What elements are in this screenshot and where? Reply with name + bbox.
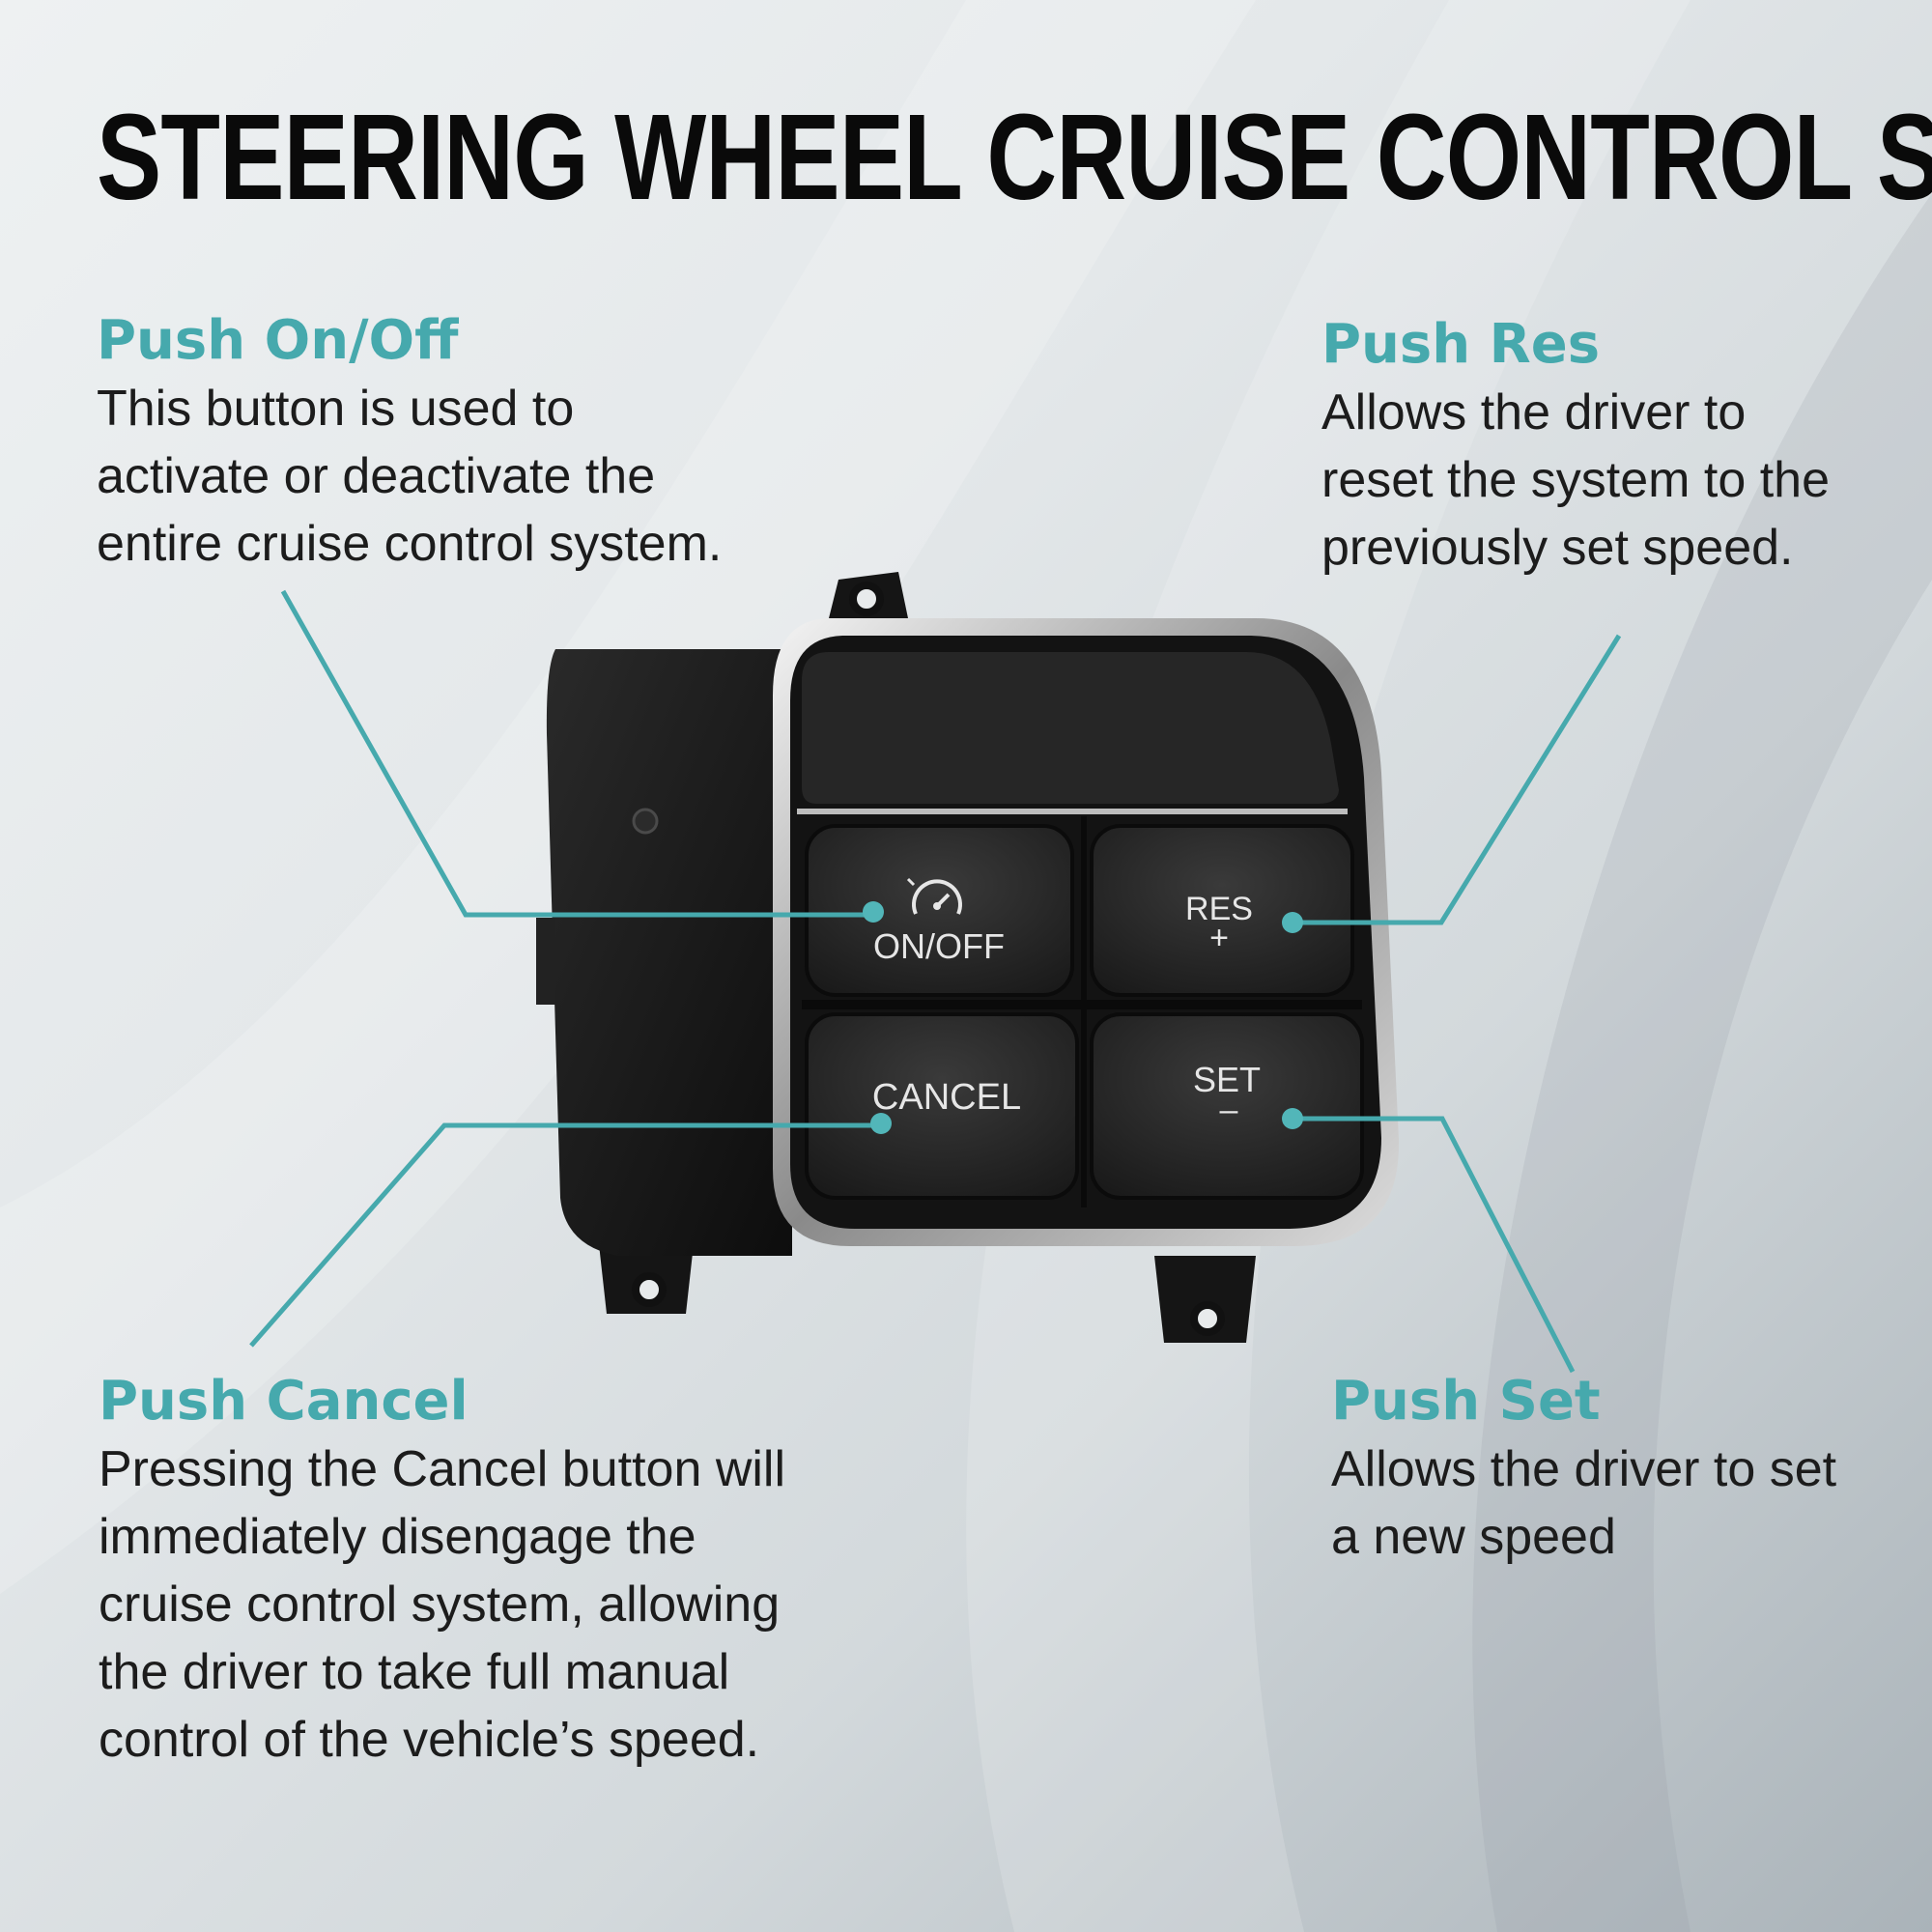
callout-on-off: Push On/Off This button is used to activ… — [97, 307, 722, 578]
cancel-button[interactable]: CANCEL — [805, 1012, 1079, 1200]
res-plus-symbol: + — [1209, 920, 1229, 956]
leader-line-set — [1282, 1108, 1576, 1374]
description-line: reset the system to the — [1321, 452, 1831, 508]
description-line: Allows the driver to set — [1331, 1441, 1837, 1497]
callout-res-description: Allows the driver to reset the system to… — [1321, 379, 1830, 582]
callout-cancel-heading: Push Cancel — [99, 1370, 469, 1433]
description-line: the driver to take full manual — [99, 1644, 730, 1700]
cancel-button-label: CANCEL — [872, 1077, 1021, 1118]
set-minus-symbol: – — [1220, 1092, 1238, 1128]
description-line: entire cruise control system. — [97, 516, 723, 572]
callout-set-description: Allows the driver to set a new speed — [1331, 1435, 1836, 1571]
res-button-label: RES — [1185, 891, 1253, 927]
callout-res: Push Res Allows the driver to reset the … — [1321, 311, 1830, 582]
callout-set-heading: Push Set — [1331, 1370, 1601, 1433]
callout-cancel: Push Cancel Pressing the Cancel button w… — [99, 1368, 785, 1774]
leader-line-cancel — [249, 1113, 892, 1348]
description-line: cruise control system, allowing — [99, 1577, 781, 1633]
callout-on-off-description: This button is used to activate or deact… — [97, 375, 722, 578]
description-line: previously set speed. — [1321, 520, 1794, 576]
set-button-label: SET — [1193, 1060, 1261, 1099]
mounting-tab — [829, 572, 908, 618]
description-line: immediately disengage the — [99, 1509, 696, 1565]
callout-res-heading: Push Res — [1321, 313, 1601, 376]
leader-line-on-off — [280, 589, 884, 923]
description-line: This button is used to — [97, 381, 575, 437]
description-line: a new speed — [1331, 1509, 1616, 1565]
callout-cancel-description: Pressing the Cancel button will immediat… — [99, 1435, 785, 1774]
description-line: control of the vehicle’s speed. — [99, 1712, 760, 1768]
callout-on-off-heading: Push On/Off — [97, 309, 459, 372]
description-line: Pressing the Cancel button will — [99, 1441, 786, 1497]
res-button[interactable]: RES + — [1090, 824, 1354, 997]
description-line: activate or deactivate the — [97, 448, 656, 504]
set-button[interactable]: SET – — [1090, 1012, 1364, 1200]
speedometer-icon — [906, 877, 962, 915]
description-line: Allows the driver to — [1321, 384, 1747, 440]
on-off-button[interactable]: ON/OFF — [805, 824, 1074, 997]
callout-set: Push Set Allows the driver to set a new … — [1331, 1368, 1836, 1571]
mounting-tab — [1154, 1256, 1256, 1343]
on-off-button-label: ON/OFF — [873, 926, 1005, 966]
leader-line-res — [1282, 634, 1622, 933]
